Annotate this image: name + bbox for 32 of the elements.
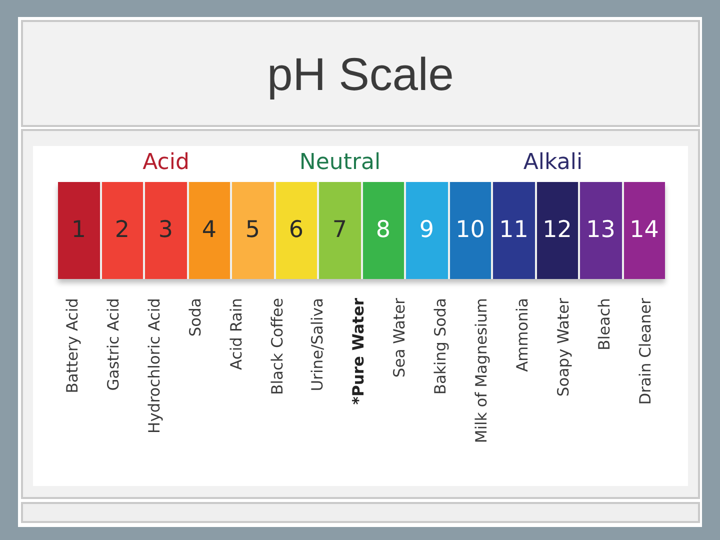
ph-band: 2 xyxy=(102,182,143,279)
substance-label: Black Coffee xyxy=(270,298,286,395)
substance-label: Soapy Water xyxy=(556,298,572,397)
substance-label: Milk of Magnesium xyxy=(474,298,490,444)
ph-band: 14 xyxy=(624,182,665,279)
ph-band: 9 xyxy=(406,182,448,279)
substance-label: Bleach xyxy=(596,298,612,350)
ph-band: 8 xyxy=(362,182,404,279)
substance-label: Baking Soda xyxy=(433,298,449,395)
substance-label: *Pure Water xyxy=(352,298,368,405)
substance-label: Urine/Saliva xyxy=(310,298,326,392)
ph-band: 11 xyxy=(493,182,534,279)
ph-band: 12 xyxy=(536,182,578,279)
substance-label: Battery Acid xyxy=(65,298,81,394)
ph-band: 1 xyxy=(58,182,100,279)
category-heading: Neutral xyxy=(299,152,381,174)
ph-band: 6 xyxy=(276,182,317,279)
category-heading: Acid xyxy=(142,152,190,174)
ph-band: 5 xyxy=(232,182,274,279)
ph-band: 4 xyxy=(188,182,230,279)
ph-band: 3 xyxy=(145,182,186,279)
substance-label: Gastric Acid xyxy=(106,298,122,391)
substance-label: Ammonia xyxy=(515,298,531,372)
substance-label: Soda xyxy=(188,298,204,337)
substance-label: Acid Rain xyxy=(228,298,244,370)
ph-band: 10 xyxy=(450,182,491,279)
substance-label: Hydrochloric Acid xyxy=(147,298,163,434)
substance-label: Drain Cleaner xyxy=(638,298,654,405)
substance-label: Sea Water xyxy=(392,298,408,378)
ph-band: 13 xyxy=(580,182,622,279)
category-heading: Alkali xyxy=(523,152,583,174)
ph-band: 7 xyxy=(319,182,360,279)
